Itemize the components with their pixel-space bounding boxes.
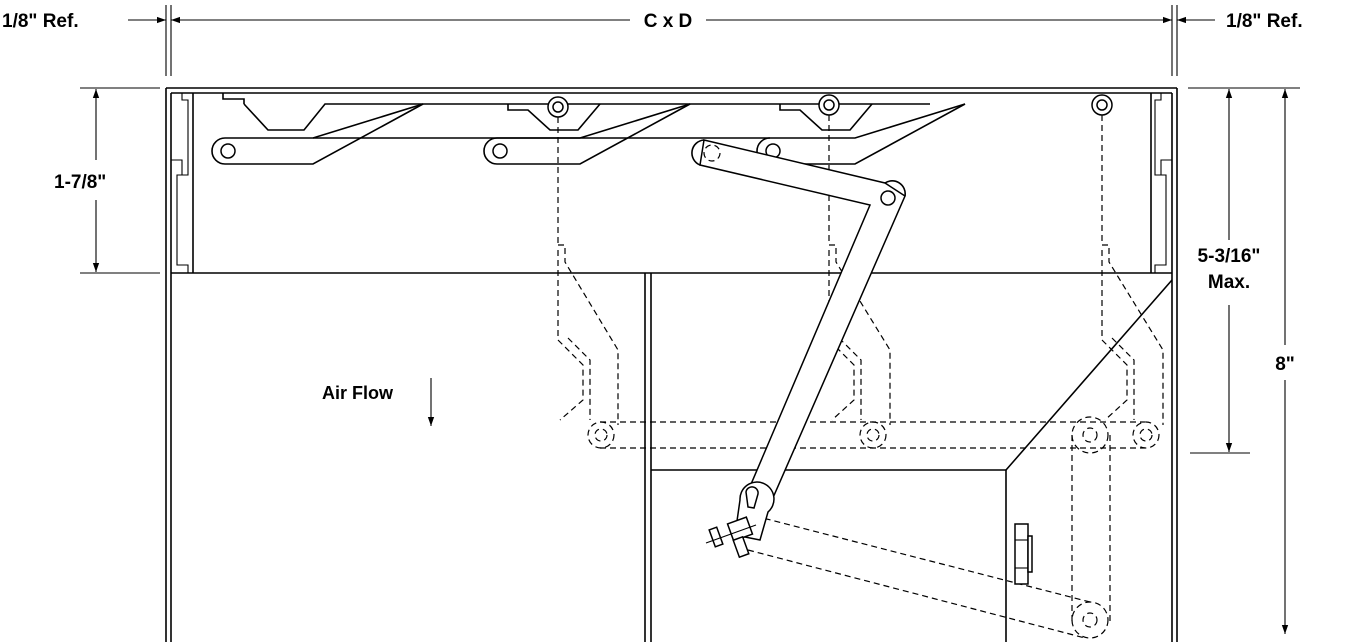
- frame-depth-label: 1-7/8": [54, 172, 106, 193]
- air-flow-label: Air Flow: [322, 383, 394, 403]
- damper-frame: [165, 87, 1178, 642]
- frame-depth-dimension: 1-7/8": [54, 87, 160, 274]
- right-dimensions: 5-3/16" Max. 8": [1188, 87, 1300, 634]
- actuator-sleeve: [644, 273, 1173, 642]
- hidden-blades: [557, 115, 1164, 639]
- air-flow-indicator: Air Flow: [322, 378, 435, 426]
- blade-linkage: [211, 93, 1113, 165]
- ref-left-label: 1/8" Ref.: [2, 11, 79, 32]
- top-dimension: 1/8" Ref. C x D 1/8" Ref.: [2, 5, 1303, 76]
- overall-depth-label: 8": [1275, 354, 1295, 375]
- max-depth-label-2: Max.: [1208, 272, 1250, 293]
- ref-right-label: 1/8" Ref.: [1226, 11, 1303, 32]
- crank-arm: [691, 139, 906, 559]
- max-depth-label: 5-3/16": [1198, 246, 1261, 267]
- width-label: C x D: [644, 11, 693, 32]
